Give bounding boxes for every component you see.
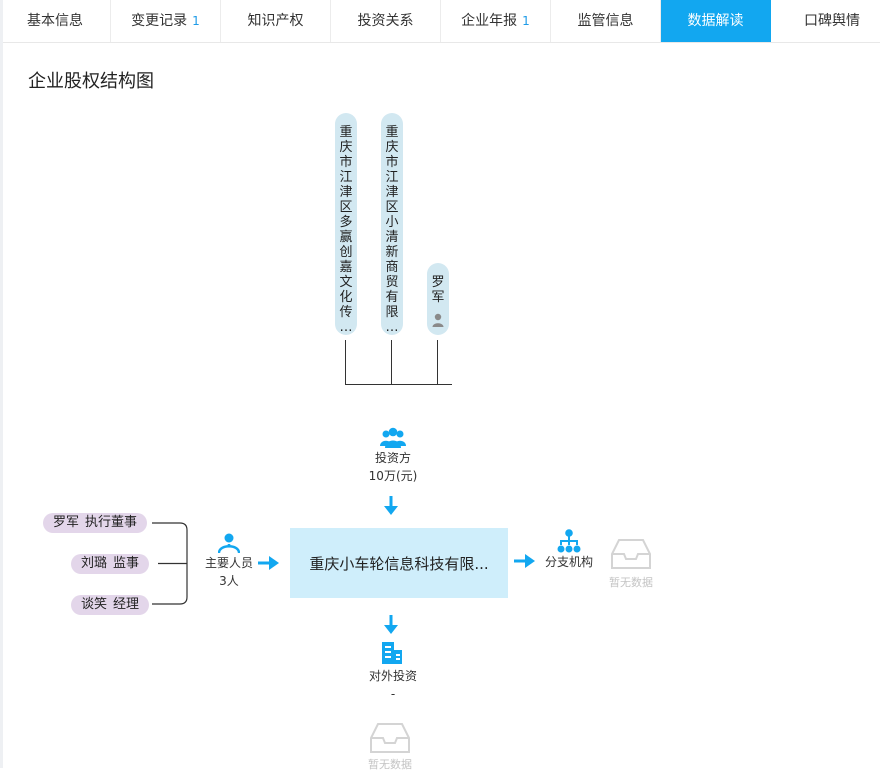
investor-label: 投资方 — [374, 451, 411, 465]
tab-badge: 1 — [192, 14, 200, 28]
left-edge-strip — [0, 0, 3, 768]
connector-line — [437, 340, 438, 385]
branches-label: 分支机构 — [544, 555, 593, 569]
empty-tray-icon — [611, 539, 651, 569]
investor-amount: 10万(元) — [368, 469, 418, 483]
tab-data-interpretation[interactable]: 数据解读 — [661, 0, 771, 42]
empty-tray-icon — [370, 723, 410, 753]
arrow-down-icon — [384, 615, 398, 634]
connector-line — [345, 384, 452, 385]
section-title: 企业股权结构图 — [28, 71, 154, 92]
key-person-tag[interactable]: 谈笑经理 — [71, 595, 150, 615]
people-bracket — [152, 522, 188, 605]
shareholder-pill[interactable]: 重 庆 市 江 津 区 小 清 新 商 贸 有 限 … — [381, 113, 403, 335]
outward-label: 对外投资 — [368, 669, 417, 683]
key-person-tag[interactable]: 罗军执行董事 — [43, 513, 148, 533]
user-icon — [218, 533, 240, 554]
tab-regulatory-info[interactable]: 监管信息 — [551, 0, 661, 42]
arrow-right-icon — [514, 554, 535, 568]
key-person-tag[interactable]: 刘璐监事 — [71, 554, 150, 574]
key-people-count: 3人 — [219, 574, 239, 588]
tab-basic-info[interactable]: 基本信息 — [3, 0, 111, 42]
group-icon — [380, 427, 406, 448]
tab-intellectual-property[interactable]: 知识产权 — [221, 0, 331, 42]
org-chart-icon — [557, 529, 581, 553]
tab-reputation[interactable]: 口碑舆情 — [804, 13, 860, 29]
shareholder-pill-person[interactable]: 罗 军 — [427, 263, 449, 335]
arrow-right-icon — [258, 556, 279, 570]
arrow-down-icon — [384, 496, 398, 515]
person-icon — [432, 313, 444, 327]
tab-investment-relations[interactable]: 投资关系 — [331, 0, 441, 42]
connector-line — [391, 340, 392, 385]
key-people-label: 主要人员 — [204, 556, 253, 570]
connector-line — [345, 340, 346, 385]
building-icon — [382, 642, 402, 664]
branches-empty-text: 暂无数据 — [609, 576, 653, 589]
tab-badge: 1 — [522, 14, 530, 28]
outward-value: - — [390, 687, 396, 701]
shareholder-pill[interactable]: 重 庆 市 江 津 区 多 赢 创 嘉 文 化 传 … — [335, 113, 357, 335]
outward-empty-text: 暂无数据 — [368, 758, 412, 771]
company-node[interactable]: 重庆小车轮信息科技有限... — [290, 528, 508, 598]
company-name: 重庆小车轮信息科技有限... — [309, 554, 489, 573]
